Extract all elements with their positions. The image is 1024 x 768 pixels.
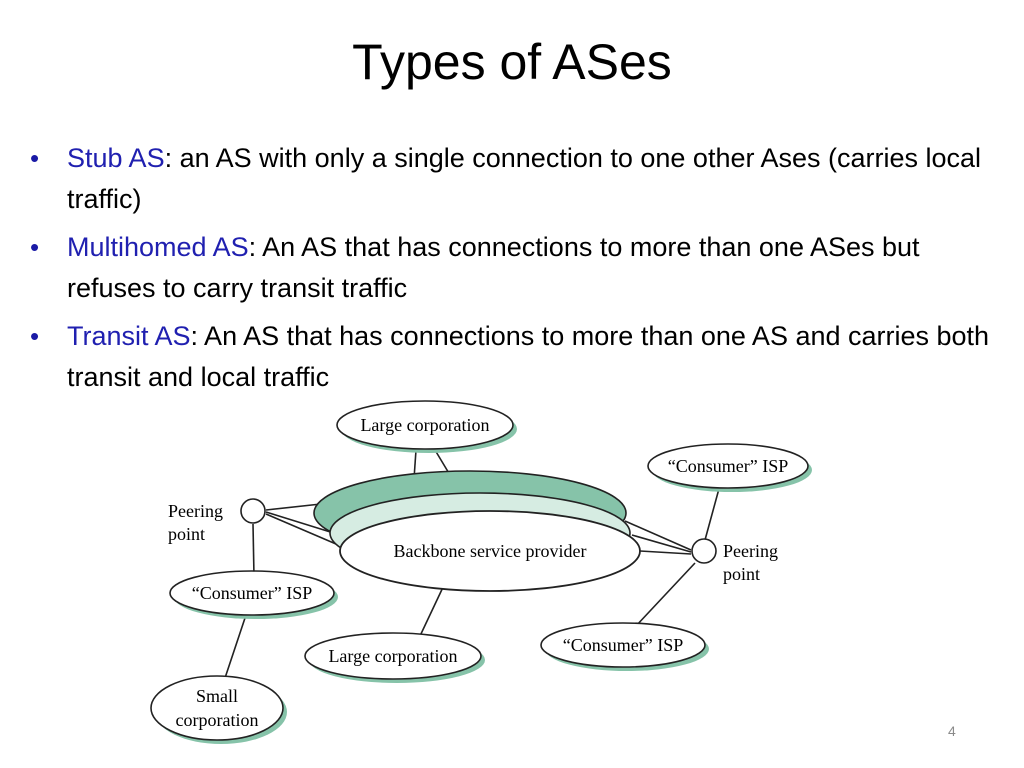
node-label: “Consumer” ISP xyxy=(192,583,313,603)
peering-label-line2: point xyxy=(723,564,760,584)
peering-point-right: Peering point xyxy=(691,538,778,584)
bullet-dot-icon: • xyxy=(30,143,40,173)
node-large-corporation-top: Large corporation xyxy=(336,400,517,453)
bullet-text: : An AS that has connections to more tha… xyxy=(67,321,990,392)
bullet-transit-as: • Transit AS: An AS that has connections… xyxy=(30,316,990,398)
backbone-service-provider: Backbone service provider xyxy=(313,470,641,592)
node-consumer-isp-right-top: “Consumer” ISP xyxy=(647,443,812,492)
backbone-label: Backbone service provider xyxy=(394,541,587,561)
node-label: “Consumer” ISP xyxy=(668,456,789,476)
node-label-line1: Small xyxy=(196,686,238,706)
peering-point-left: Peering point xyxy=(168,498,266,544)
node-label: Large corporation xyxy=(328,646,457,666)
node-large-corporation-bottom: Large corporation xyxy=(304,632,485,683)
node-small-corporation: Small corporation xyxy=(150,675,287,744)
backbone-layer-top xyxy=(339,510,641,592)
peering-label-line2: point xyxy=(168,524,205,544)
node-label: Large corporation xyxy=(360,415,489,435)
bullet-stub-as: • Stub AS: an AS with only a single conn… xyxy=(30,138,990,220)
bullet-dot-icon: • xyxy=(30,321,40,351)
bullet-dot-icon: • xyxy=(30,232,40,262)
bullet-term: Transit AS xyxy=(67,321,191,351)
node-consumer-isp-left: “Consumer” ISP xyxy=(169,570,338,619)
peering-point-circle-icon xyxy=(691,538,717,564)
peering-point-circle-icon xyxy=(240,498,266,524)
bullet-text: : An AS that has connections to more tha… xyxy=(67,232,920,303)
peering-label-line1: Peering xyxy=(168,501,223,521)
node-label-line2: corporation xyxy=(176,710,259,730)
slide-title: Types of ASes xyxy=(352,34,672,90)
bullet-multihomed-as: • Multihomed AS: An AS that has connecti… xyxy=(30,227,990,309)
bullet-term: Stub AS xyxy=(67,143,165,173)
bullet-term: Multihomed AS xyxy=(67,232,249,262)
as-topology-diagram: Backbone service provider Large corporat… xyxy=(150,400,812,744)
connection-lines xyxy=(223,449,721,682)
bullet-list: • Stub AS: an AS with only a single conn… xyxy=(30,138,990,405)
node-label: “Consumer” ISP xyxy=(563,635,684,655)
page-number: 4 xyxy=(948,723,956,739)
peering-label-line1: Peering xyxy=(723,541,778,561)
node-consumer-isp-right-bottom: “Consumer” ISP xyxy=(540,622,709,671)
bullet-text: : an AS with only a single connection to… xyxy=(67,143,982,214)
